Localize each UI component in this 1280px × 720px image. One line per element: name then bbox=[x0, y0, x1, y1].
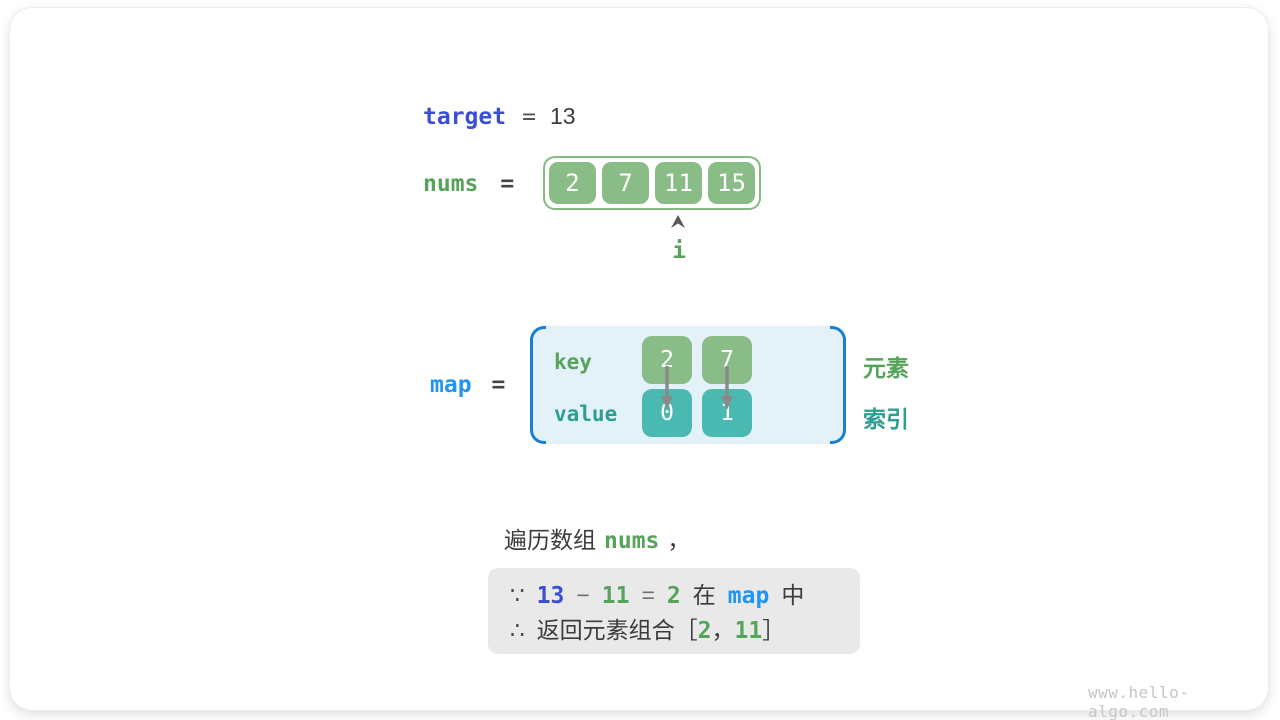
caption: 遍历数组 nums ， bbox=[504, 521, 690, 555]
index-pointer-label: i bbox=[672, 238, 686, 264]
target-equals: = bbox=[522, 104, 536, 130]
caption-suffix: ， bbox=[667, 527, 691, 553]
because-symbol: ∵ bbox=[510, 582, 525, 608]
array-cell: 7 bbox=[602, 162, 649, 204]
complement-element: 2 bbox=[666, 583, 681, 609]
element-annotation: 元素 bbox=[863, 355, 909, 381]
target-assignment: target = 13 bbox=[423, 103, 576, 130]
diagram-card: target = 13 nums = 2 7 11 15 i map = key val… bbox=[10, 8, 1268, 720]
equals-operator: = bbox=[641, 582, 655, 608]
array-cell: 11 bbox=[655, 162, 702, 204]
value-row-label: value bbox=[554, 402, 618, 426]
comma: ， bbox=[711, 617, 735, 643]
nums-equals: = bbox=[500, 171, 515, 197]
target-value: 13 bbox=[549, 103, 576, 129]
conclusion-line-2: ∴ 返回元素组合［2，11］ bbox=[510, 613, 860, 648]
target-label: target bbox=[423, 104, 507, 130]
target-value-ref: 13 bbox=[536, 583, 565, 609]
left-bracket: ［ bbox=[674, 617, 698, 643]
map-ref: map bbox=[727, 583, 770, 609]
map-right-bracket bbox=[830, 326, 846, 444]
watermark: www.hello-algo.com bbox=[1088, 683, 1190, 720]
caption-prefix: 遍历数组 bbox=[504, 527, 596, 553]
right-bracket: ］ bbox=[762, 617, 786, 643]
key-row-label: key bbox=[554, 350, 592, 374]
zai-text: 在 bbox=[692, 582, 716, 608]
caption-code: nums bbox=[604, 528, 660, 554]
index-annotation: 索引 bbox=[863, 406, 909, 432]
array-cell: 2 bbox=[549, 162, 596, 204]
array-cell: 15 bbox=[708, 162, 755, 204]
key-to-value-arrow-icon bbox=[721, 366, 733, 410]
result-value-1: 2 bbox=[697, 618, 712, 644]
key-to-value-arrow-icon bbox=[661, 366, 673, 410]
map-left-bracket bbox=[530, 326, 546, 444]
map-assignment: map = bbox=[430, 371, 505, 398]
zhong-text: 中 bbox=[781, 582, 805, 608]
current-element: 11 bbox=[601, 583, 630, 609]
therefore-symbol: ∴ bbox=[510, 617, 525, 643]
map-equals: = bbox=[491, 372, 506, 398]
result-value-2: 11 bbox=[734, 618, 763, 644]
nums-label: nums bbox=[423, 171, 479, 197]
minus-operator: − bbox=[576, 582, 590, 608]
map-label: map bbox=[430, 372, 472, 398]
nums-assignment: nums = bbox=[423, 170, 514, 197]
value-cell: 0 bbox=[642, 389, 692, 437]
map-box: key value 2 7 0 1 bbox=[530, 326, 846, 444]
index-pointer-arrow-icon bbox=[671, 215, 685, 228]
nums-array: 2 7 11 15 bbox=[543, 156, 761, 210]
value-cell: 1 bbox=[702, 389, 752, 437]
return-text: 返回元素组合 bbox=[536, 617, 675, 643]
